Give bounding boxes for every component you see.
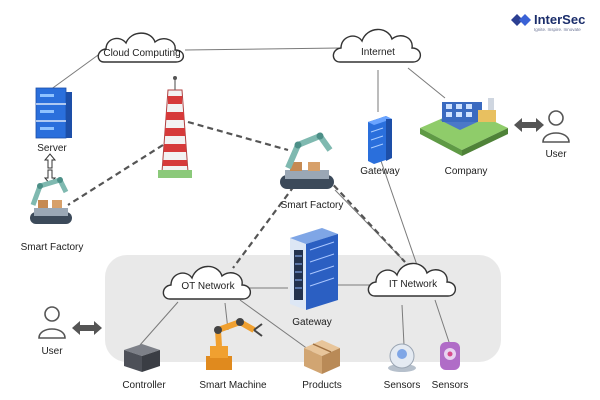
controller-label: Controller	[122, 380, 166, 391]
sensors-2-label: Sensors	[432, 380, 469, 391]
brand-logo-icon	[511, 14, 531, 26]
brand-name: InterSec	[534, 12, 585, 27]
server-label: Server	[37, 143, 67, 154]
sensors-1-label: Sensors	[384, 380, 421, 391]
gateway-center-icon	[290, 228, 338, 310]
smart-factory-center-label: Smart Factory	[281, 200, 344, 211]
products-label: Products	[302, 380, 341, 391]
cell-tower-icon	[158, 76, 192, 178]
company-icon	[420, 98, 508, 156]
it-network-label: IT Network	[389, 279, 438, 290]
smart-factory-left-icon	[30, 177, 72, 224]
gateway-top-label: Gateway	[360, 166, 399, 177]
internet-label: Internet	[361, 47, 395, 58]
gateway-top-icon	[368, 116, 392, 164]
user-right-label: User	[545, 149, 567, 160]
smart-factory-center-icon	[280, 132, 334, 189]
gateway-center-label: Gateway	[292, 317, 331, 328]
sensor-1-icon	[388, 343, 416, 372]
dashed-links	[67, 120, 406, 269]
sensor-2-icon	[440, 342, 460, 370]
smart-machine-label: Smart Machine	[199, 380, 267, 391]
smart-factory-left-label: Smart Factory	[21, 242, 84, 253]
cloud-computing-label: Cloud Computing	[103, 48, 180, 59]
controller-icon	[124, 344, 160, 372]
smart-machine-icon	[206, 318, 263, 370]
user-left-icon	[38, 306, 66, 339]
user-left-label: User	[41, 346, 63, 357]
double-arrow-left-icon	[72, 321, 102, 335]
user-right-icon	[542, 110, 570, 143]
solid-links	[49, 47, 451, 353]
brand-tagline: Ignite. Inspire. Innovate	[534, 27, 581, 32]
company-label: Company	[445, 166, 488, 177]
internet-cloud-icon	[332, 28, 422, 63]
it-network-cloud-icon	[367, 262, 457, 297]
double-arrow-right-icon	[514, 118, 544, 132]
products-icon	[304, 340, 340, 374]
ot-network-cloud-icon	[162, 265, 252, 300]
server-icon	[35, 87, 72, 139]
cloud-computing-icon	[97, 32, 185, 63]
ot-network-label: OT Network	[181, 281, 235, 292]
